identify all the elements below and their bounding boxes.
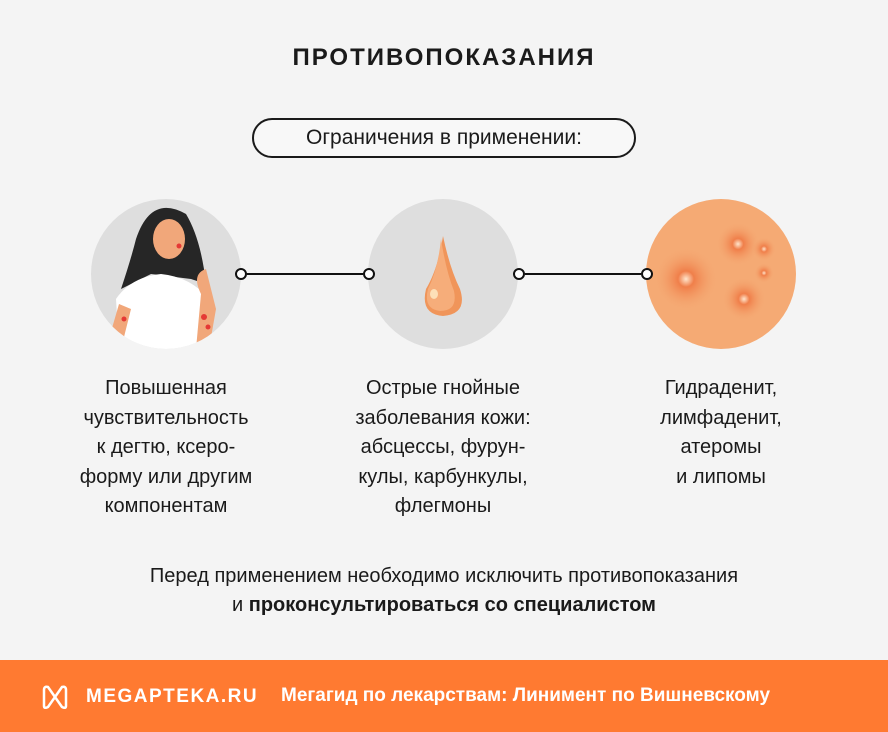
- megapteka-logo-icon: [42, 685, 68, 710]
- caption-line: флегмоны: [394, 495, 492, 517]
- connector-line: [525, 273, 641, 275]
- caption-line: компонентам: [104, 495, 228, 517]
- item-caption: Острые гнойные заболевания кожи: абсцесс…: [323, 374, 563, 522]
- caption-line: к дегтю, ксеро-: [96, 436, 236, 458]
- connector-dot: [235, 268, 247, 280]
- caption-line: Повышенная: [105, 377, 227, 399]
- footer-text: Мегагид по лекарствам: Линимент по Вишне…: [281, 685, 771, 706]
- pus-drop-icon: [368, 199, 518, 349]
- connector-dot: [641, 268, 653, 280]
- skin-inflammation-icon: [646, 199, 796, 349]
- woman-with-rash-icon: [91, 199, 241, 349]
- connector-dot: [513, 268, 525, 280]
- brand-name[interactable]: MEGAPTEKA.RU: [86, 686, 259, 707]
- caption-line: кулы, карбункулы,: [358, 465, 528, 488]
- note-bold: проконсультироваться со специалистом: [248, 594, 656, 616]
- caption-line: Гидраденит,: [664, 377, 778, 399]
- page-title: ПРОТИВОПОКАЗАНИЯ: [292, 44, 596, 71]
- caption-line: атеромы: [680, 436, 762, 458]
- advice-note: Перед применением необходимо исключить п…: [0, 562, 888, 620]
- caption-line: форму или другим: [79, 465, 253, 488]
- item-caption: Гидраденит, лимфаденит, атеромы и липомы: [601, 374, 841, 492]
- connector-line: [247, 273, 363, 275]
- caption-line: и липомы: [676, 465, 766, 488]
- subtitle-pill: Ограничения в применении:: [252, 118, 636, 158]
- note-line: Перед применением необходимо исключить п…: [149, 565, 739, 587]
- item-caption: Повышенная чувствительность к дегтю, ксе…: [46, 374, 286, 522]
- connector-dot: [363, 268, 375, 280]
- caption-line: абсцессы, фурун-: [360, 436, 526, 458]
- footer: MEGAPTEKA.RU Мегагид по лекарствам: Лини…: [0, 660, 888, 732]
- caption-line: чувствительность: [83, 406, 249, 429]
- caption-line: Острые гнойные: [365, 377, 521, 399]
- note-plain: и: [232, 594, 249, 616]
- caption-line: лимфаденит,: [660, 406, 782, 429]
- caption-line: заболевания кожи:: [355, 406, 531, 429]
- note-line: и проконсультироваться со специалистом: [0, 591, 888, 620]
